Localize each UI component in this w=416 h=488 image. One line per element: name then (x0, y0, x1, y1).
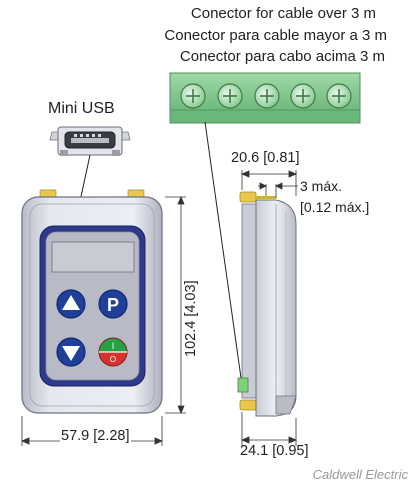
depth-dimension: 20.6 [0.81] (231, 150, 300, 166)
down-arrow-icon (62, 346, 80, 361)
keypad-front-view (21, 189, 163, 414)
keypad-side-view (237, 191, 297, 417)
mini-usb-connector (49, 126, 131, 156)
p-key-label: P (107, 295, 119, 315)
protrusion-dimension-mm: 3 máx. (300, 178, 343, 194)
brand-watermark: Caldwell Electric (312, 467, 408, 482)
connector-caption-1: Conector for cable over 3 m (190, 5, 376, 22)
base-depth-dimension: 24.1 [0.95] (240, 443, 309, 459)
mini-usb-label: Mini USB (48, 100, 115, 117)
start-stop-key: I O (98, 337, 128, 367)
up-key (56, 289, 86, 319)
up-arrow-icon (62, 295, 80, 310)
connector-caption-3: Conector para cabo acima 3 m (179, 48, 385, 65)
p-key: P (98, 289, 128, 319)
width-dimension: 57.9 [2.28] (60, 428, 131, 444)
start-symbol: I (112, 341, 115, 351)
down-key (56, 337, 86, 367)
protrusion-dimension-in: [0.12 máx.] (300, 199, 370, 215)
stop-symbol: O (110, 355, 116, 364)
connector-caption-2: Conector para cable mayor a 3 m (164, 27, 387, 44)
side-dimension-lines (240, 170, 298, 446)
height-dimension: 102.4 [4.03] (183, 280, 199, 357)
terminal-connector (169, 72, 361, 124)
